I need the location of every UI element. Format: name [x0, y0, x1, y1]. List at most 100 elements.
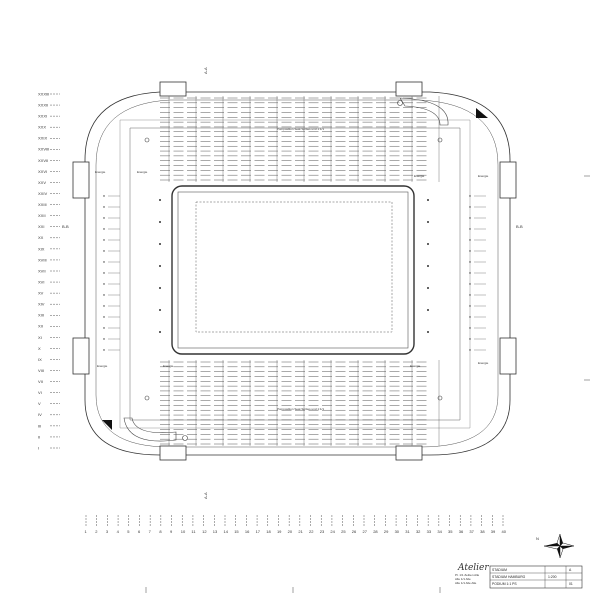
row-label: XIX [38, 246, 45, 251]
section-label-bottom: A-A [203, 492, 208, 499]
seat-marker [469, 239, 471, 241]
room-label-sw-inner: Energie [163, 364, 174, 368]
row-label: XVIII [38, 257, 47, 262]
seat-marker [103, 272, 105, 274]
seat-marker [103, 305, 105, 307]
row-label: XXVIII [38, 147, 49, 152]
seat-marker [469, 294, 471, 296]
section-markers [102, 108, 488, 430]
column-pillar [159, 287, 161, 289]
row-label: XVI [38, 279, 44, 284]
title-row-3: PODIUM 1:1 PS [492, 582, 517, 586]
row-label: XXXIII [38, 91, 49, 96]
north-label: N [536, 536, 539, 541]
seat-marker [103, 239, 105, 241]
column-label: 29 [384, 529, 389, 534]
seat-marker [103, 338, 105, 340]
row-label: XXIII [38, 202, 47, 207]
column-label: 28 [373, 529, 378, 534]
column-pillar [427, 265, 429, 267]
column-pillar [159, 265, 161, 267]
title-row-1: STADIUM [492, 568, 507, 572]
column-label: 37 [469, 529, 474, 534]
column-label: 33 [427, 529, 432, 534]
row-label: XXXI [38, 114, 47, 119]
title-block: Atelier Pl. 1/1 Zeitten Alle Alle 1/1 Al… [455, 563, 583, 589]
seat-marker [469, 316, 471, 318]
seat-marker [469, 195, 471, 197]
seat-marker [103, 316, 105, 318]
column-label: 3 [106, 529, 109, 534]
column-pillar [159, 309, 161, 311]
seating-block-bottom [160, 360, 440, 446]
address-line-1: Pl. 1/1 Zeitten Alle [455, 573, 480, 577]
seat-marker [469, 272, 471, 274]
column-label: 30 [395, 529, 400, 534]
column-label: 11 [191, 529, 196, 534]
column-label: 36 [459, 529, 464, 534]
column-pillar [159, 199, 161, 201]
column-label: 12 [202, 529, 207, 534]
room-label-sw-outer: Energie [97, 364, 108, 368]
corner-stairs [123, 97, 449, 442]
seat-label-bottom: Pomposition Seat Sprites und 1:1/1 [277, 407, 324, 411]
column-label: 2 [95, 529, 98, 534]
column-pillar [159, 221, 161, 223]
seat-label-top: Pomposition Seat Sprites und 1:1/1 [277, 127, 324, 131]
section-label-top: A-A [203, 67, 208, 74]
column-label: 17 [256, 529, 261, 534]
column-label: 25 [341, 529, 346, 534]
column-label: 31 [405, 529, 410, 534]
row-grid-axis: XXXIIIXXXIIXXXIXXXXXIXXXVIIIXXVIIXXVIXXV… [38, 91, 60, 450]
column-label: 27 [363, 529, 368, 534]
seat-marker [103, 261, 105, 263]
row-label: XXIV [38, 191, 47, 196]
column-label: 1 [85, 529, 88, 534]
column-pillar [159, 243, 161, 245]
row-label: IX [38, 357, 42, 362]
seat-marker [103, 228, 105, 230]
row-label: II [38, 434, 40, 439]
seating-block-right [427, 195, 486, 351]
room-label-se-outer: Energie [478, 361, 489, 365]
seat-marker [469, 305, 471, 307]
seat-marker [469, 261, 471, 263]
column-pillar [159, 331, 161, 333]
row-label: XIII [38, 313, 44, 318]
section-labels: A-A A-A B-B B-B [62, 67, 523, 499]
seat-marker [469, 228, 471, 230]
column-pillar [427, 221, 429, 223]
row-label: XXVII [38, 158, 48, 163]
column-label: 32 [416, 529, 421, 534]
section-label-right: B-B [516, 224, 523, 229]
seat-marker [469, 217, 471, 219]
column-label: 9 [170, 529, 173, 534]
column-label: 15 [234, 529, 239, 534]
column-pillar [427, 331, 429, 333]
column-label: 19 [277, 529, 282, 534]
seat-marker [469, 250, 471, 252]
seat-marker [103, 195, 105, 197]
column-pillar [427, 309, 429, 311]
column-label: 39 [491, 529, 496, 534]
section-label-left: B-B [62, 224, 69, 229]
north-arrow-icon [543, 533, 575, 559]
seat-marker [469, 338, 471, 340]
room-label-ne-inner: Energie [414, 174, 425, 178]
row-label: VIII [38, 368, 44, 373]
seat-marker [103, 283, 105, 285]
column-label: 24 [330, 529, 335, 534]
column-label: 21 [298, 529, 303, 534]
title-cell-3: 01 [569, 582, 573, 586]
column-pillar [427, 243, 429, 245]
column-label: 16 [245, 529, 250, 534]
row-label: XIV [38, 302, 45, 307]
address-line-3: Alle 1/1 Alle Alle [455, 581, 477, 585]
column-label: 40 [502, 529, 507, 534]
column-pillar [427, 287, 429, 289]
room-labels: Energie Energie Energie Energie Energie … [95, 170, 489, 368]
row-label: IV [38, 412, 42, 417]
seat-marker [469, 349, 471, 351]
seat-marker [103, 217, 105, 219]
row-label: III [38, 423, 41, 428]
